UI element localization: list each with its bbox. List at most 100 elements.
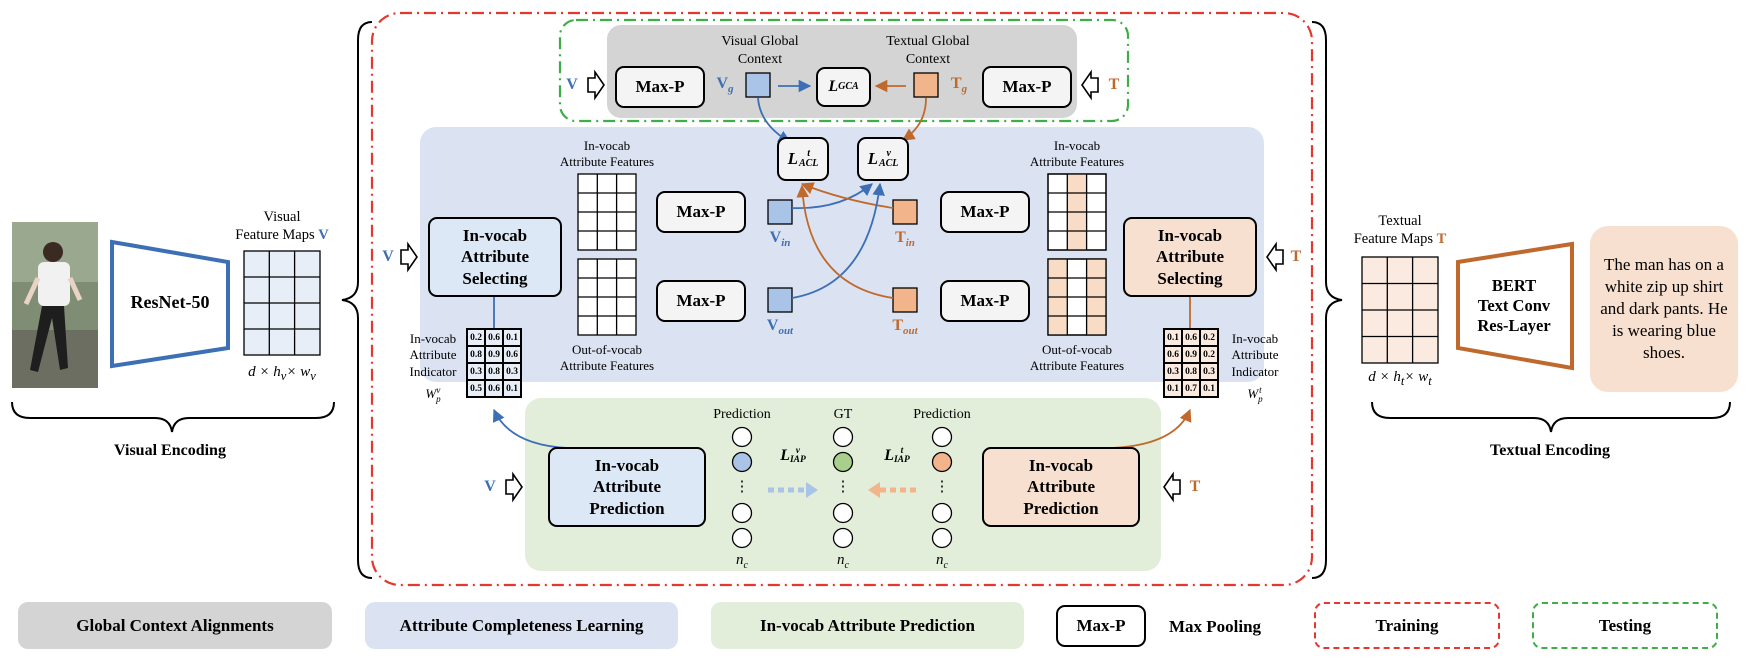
- left-in-vocab-label: In-vocab Attribute Features: [559, 138, 655, 170]
- textual-feature-grid: [1361, 256, 1439, 364]
- nc-left: nc: [736, 552, 748, 571]
- nc-right: nc: [936, 552, 948, 571]
- right-out-vocab-grid: [1047, 258, 1107, 336]
- visual-encoding-title: Visual Encoding: [114, 442, 226, 459]
- indicator-cell: 0.2: [1200, 346, 1218, 363]
- legend-acl: Attribute Completeness Learning: [365, 602, 678, 649]
- pred-col-right: [931, 426, 953, 549]
- vg-label: Vg: [716, 75, 734, 96]
- textual-dims: d × ht× wt: [1368, 369, 1432, 388]
- acl-maxp-left-bottom: Max-P: [656, 280, 746, 322]
- pred-col-left: [731, 426, 753, 549]
- indicator-cell: 0.1: [503, 380, 521, 397]
- vout-square: [767, 287, 793, 313]
- textual-encoding-brace: [1371, 401, 1731, 433]
- indicator-cell: 0.7: [1182, 380, 1200, 397]
- legend-testing: Testing: [1532, 602, 1718, 649]
- left-in-vocab-grid: [577, 173, 637, 251]
- indicator-cell: 0.1: [503, 329, 521, 346]
- legend-gca: Global Context Alignments: [18, 602, 332, 649]
- gca-t-input: T: [1108, 76, 1120, 93]
- visual-feature-label: Visual Feature Maps V: [235, 209, 329, 244]
- indicator-cell: 0.1: [1200, 380, 1218, 397]
- right-indicator-label: In-vocab Attribute Indicator: [1231, 331, 1279, 379]
- right-in-vocab-grid: [1047, 173, 1107, 251]
- indicator-cell: 0.9: [1182, 346, 1200, 363]
- legend-iap: In-vocab Attribute Prediction: [711, 602, 1024, 649]
- resnet-trapezoid: [110, 239, 230, 369]
- indicator-cell: 0.6: [1164, 346, 1182, 363]
- indicator-cell: 0.2: [1200, 329, 1218, 346]
- acl-v-input: V: [382, 248, 394, 265]
- vin-square: [767, 199, 793, 225]
- tg-square: [913, 72, 939, 98]
- acl-t-input: T: [1290, 248, 1302, 265]
- tout-label: Tout: [892, 317, 918, 338]
- bert-label: BERT Text Conv Res-Layer: [1477, 276, 1551, 335]
- indicator-cell: 0.1: [1164, 380, 1182, 397]
- left-indicator-label: In-vocab Attribute Indicator: [409, 331, 457, 379]
- resnet-label: ResNet-50: [130, 292, 210, 312]
- left-attribute-prediction: In-vocab Attribute Prediction: [548, 447, 706, 527]
- left-attribute-selecting: In-vocab Attribute Selecting: [428, 217, 562, 297]
- indicator-cell: 0.8: [1182, 363, 1200, 380]
- gca-maxp-right: Max-P: [982, 66, 1072, 108]
- visual-global-context-label: Visual Global Context: [721, 34, 799, 67]
- iap-t-input: T: [1189, 478, 1201, 495]
- right-brace: [1311, 21, 1343, 579]
- indicator-cell: 0.6: [503, 346, 521, 363]
- right-in-vocab-label: In-vocab Attribute Features: [1029, 138, 1125, 170]
- tin-square: [892, 199, 918, 225]
- right-attribute-prediction: In-vocab Attribute Prediction: [982, 447, 1140, 527]
- pedestrian-photo: [12, 222, 98, 388]
- input-arrows: [400, 69, 1284, 503]
- visual-feature-grid: [243, 250, 321, 356]
- tin-label: Tin: [895, 229, 915, 250]
- indicator-cell: 0.9: [485, 346, 503, 363]
- indicator-cell: 0.6: [1182, 329, 1200, 346]
- pred-left-dots: ⋮: [734, 479, 750, 495]
- textual-feature-label: Textual Feature Maps T: [1353, 213, 1447, 248]
- right-out-vocab-label: Out-of-vocab Attribute Features: [1029, 342, 1125, 374]
- acl-maxp-right-top: Max-P: [940, 191, 1030, 233]
- indicator-cell: 0.2: [467, 329, 485, 346]
- indicator-cell: 0.3: [1200, 363, 1218, 380]
- indicator-cell: 0.3: [1164, 363, 1182, 380]
- legend-maxp-desc: Max Pooling: [1168, 617, 1262, 636]
- indicator-cell: 0.8: [467, 346, 485, 363]
- indicator-cell: 0.8: [485, 363, 503, 380]
- indicator-cell: 0.3: [503, 363, 521, 380]
- vg-square: [745, 72, 771, 98]
- iap-v-input: V: [484, 478, 496, 495]
- left-out-vocab-grid: [577, 258, 637, 336]
- indicator-cell: 0.3: [467, 363, 485, 380]
- legend-training: Training: [1314, 602, 1500, 649]
- indicator-cell: 0.5: [467, 380, 485, 397]
- acl-maxp-left-top: Max-P: [656, 191, 746, 233]
- vin-label: Vin: [769, 229, 791, 250]
- gt-dots: ⋮: [835, 479, 851, 495]
- indicator-cell: 0.1: [1164, 329, 1182, 346]
- testing-frame: [558, 18, 1130, 123]
- acl-maxp-right-bottom: Max-P: [940, 280, 1030, 322]
- vout-label: Vout: [766, 317, 794, 338]
- left-brace: [341, 21, 373, 579]
- pred-right-dots: ⋮: [934, 479, 950, 495]
- gt-label: GT: [833, 407, 853, 422]
- tg-label: Tg: [950, 75, 968, 96]
- textual-global-context-label: Textual Global Context: [886, 34, 970, 67]
- textual-encoding-title: Textual Encoding: [1490, 442, 1610, 459]
- caption-bubble: The man has on a white zip up shirt and …: [1590, 226, 1738, 392]
- prediction-right-label: Prediction: [913, 407, 971, 422]
- prediction-left-label: Prediction: [713, 407, 771, 422]
- indicator-cell: 0.6: [485, 380, 503, 397]
- right-attribute-selecting: In-vocab Attribute Selecting: [1123, 217, 1257, 297]
